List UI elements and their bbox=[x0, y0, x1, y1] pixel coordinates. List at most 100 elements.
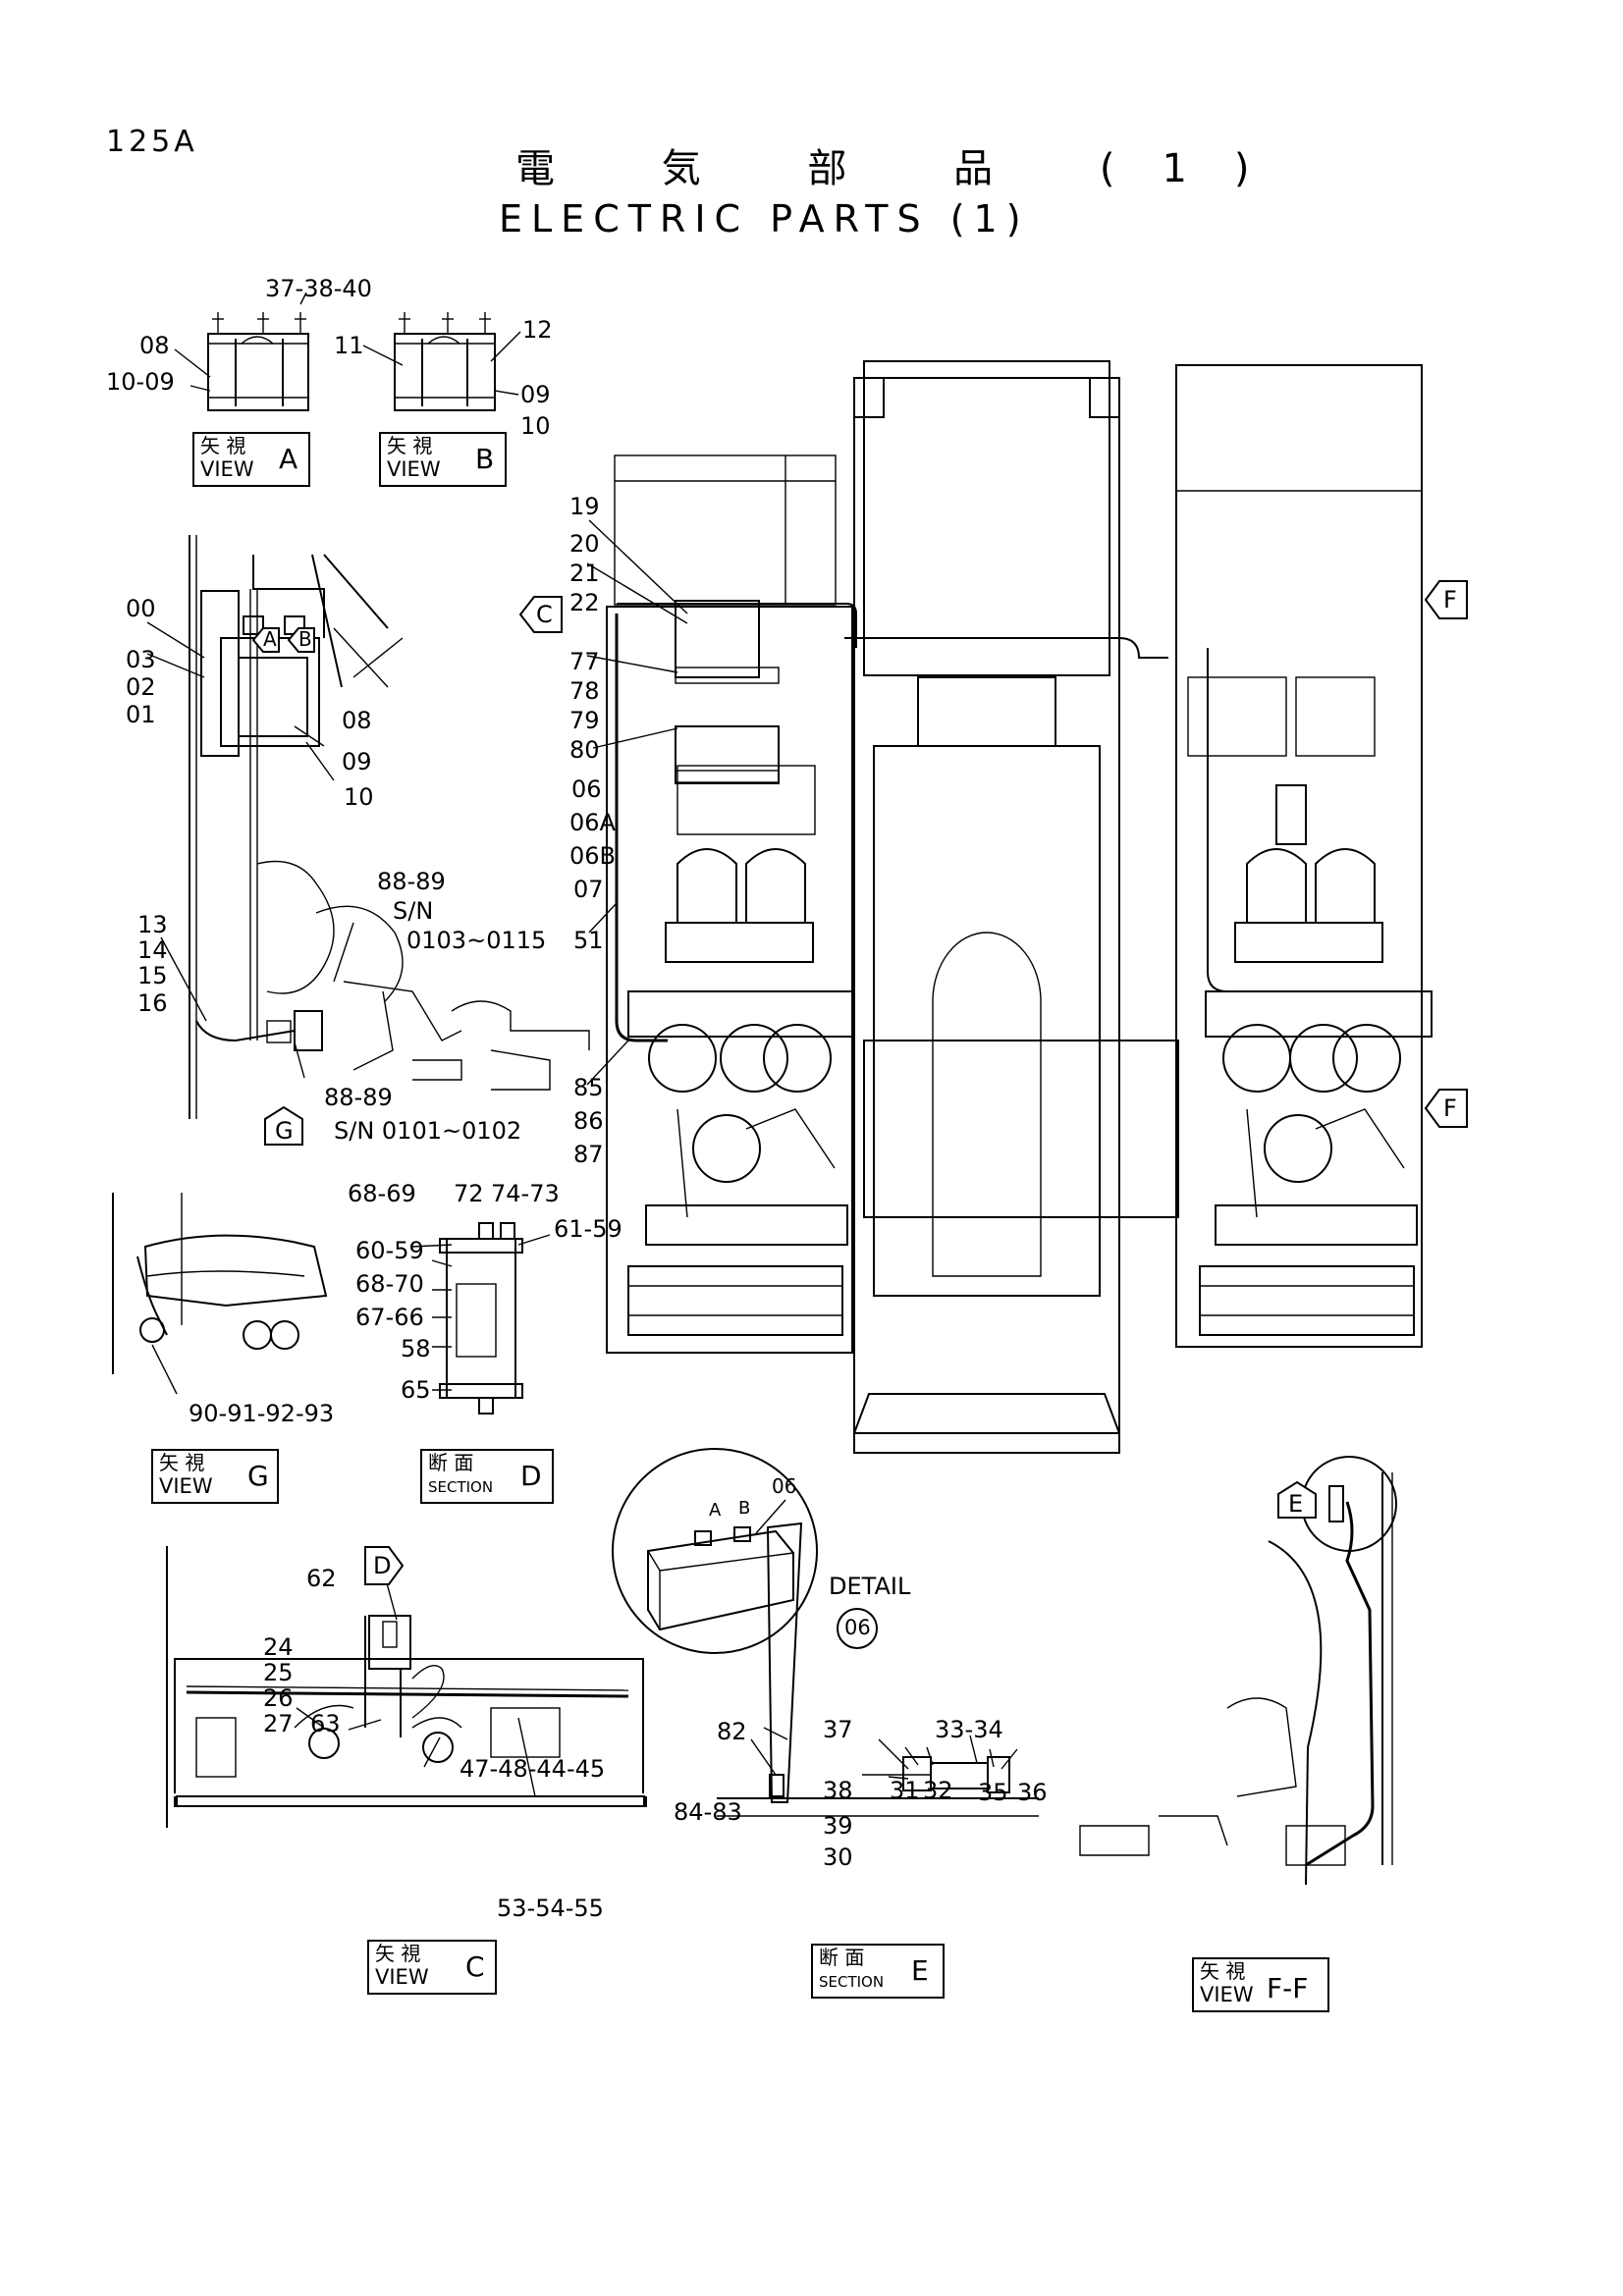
detail-number-circle: 06 bbox=[837, 1608, 878, 1649]
view-marker-c: C bbox=[518, 595, 564, 634]
part-label: 06 bbox=[571, 775, 602, 803]
part-label: 0103~0115 bbox=[406, 927, 547, 954]
view-marker-b: B bbox=[287, 626, 316, 654]
part-label: 82 bbox=[717, 1718, 747, 1745]
marker-c-letter: C bbox=[536, 601, 553, 628]
part-label: 88-89 bbox=[377, 868, 446, 895]
view-tag-ff: 矢 視 VIEW F-F bbox=[1192, 1957, 1329, 2012]
marker-f-bottom-letter: F bbox=[1443, 1095, 1457, 1122]
part-label: 62 bbox=[306, 1565, 337, 1592]
part-label: 08 bbox=[139, 332, 170, 359]
part-label: 13 bbox=[137, 911, 168, 938]
part-label: 39 bbox=[823, 1812, 853, 1840]
view-marker-d: D bbox=[363, 1545, 405, 1586]
detail-number: 06 bbox=[844, 1616, 871, 1639]
view-ff-drawing bbox=[1079, 1456, 1397, 1886]
part-label: 10 bbox=[344, 783, 374, 811]
title-english: ELECTRIC PARTS (1) bbox=[499, 197, 1030, 240]
view-marker-f-top: F bbox=[1424, 579, 1469, 620]
part-label: 38 bbox=[823, 1777, 853, 1804]
part-label: 79 bbox=[569, 707, 600, 734]
part-label: S/N bbox=[393, 897, 434, 925]
part-label: 10 bbox=[520, 412, 551, 440]
part-label: 87 bbox=[573, 1141, 604, 1168]
view-g-drawing bbox=[112, 1193, 328, 1395]
part-label: 11 bbox=[334, 332, 364, 359]
part-label: 09 bbox=[520, 381, 551, 408]
view-a-jp: 矢 視 bbox=[200, 434, 246, 457]
part-label: S/N 0101~0102 bbox=[334, 1117, 522, 1145]
part-label: 84-83 bbox=[674, 1798, 742, 1826]
part-label: 53-54-55 bbox=[497, 1895, 604, 1922]
section-e-drawing bbox=[717, 1522, 1039, 1817]
part-label: 85 bbox=[573, 1074, 604, 1101]
part-label: 61-59 bbox=[554, 1215, 622, 1243]
view-marker-g: G bbox=[263, 1105, 304, 1147]
part-label: 00 bbox=[126, 595, 156, 622]
view-c-jp: 矢 視 bbox=[375, 1942, 421, 1965]
view-tag-c: 矢 視 VIEW C bbox=[367, 1940, 497, 1995]
part-label: 88-89 bbox=[324, 1084, 393, 1111]
part-label: 22 bbox=[569, 589, 600, 616]
part-label: 26 bbox=[263, 1684, 294, 1712]
marker-b-letter: B bbox=[298, 627, 312, 651]
part-label: 37 bbox=[823, 1716, 853, 1743]
part-label: 19 bbox=[569, 493, 600, 520]
view-b-jp: 矢 視 bbox=[387, 434, 433, 457]
part-label: 01 bbox=[126, 701, 156, 728]
part-label: 10-09 bbox=[106, 368, 175, 396]
detail-label: DETAIL bbox=[829, 1573, 911, 1600]
part-label: 27 bbox=[263, 1710, 294, 1737]
part-label: 32 bbox=[923, 1777, 953, 1804]
title-japanese: 電 気 部 品 (1) bbox=[515, 146, 1297, 191]
part-label: 06 bbox=[772, 1474, 797, 1498]
view-a-drawing bbox=[174, 292, 309, 411]
view-marker-f-bottom: F bbox=[1424, 1088, 1469, 1129]
part-label: 72 bbox=[454, 1180, 484, 1207]
view-tag-d: 断 面 SECTION D bbox=[420, 1449, 554, 1504]
view-marker-e: E bbox=[1276, 1480, 1318, 1520]
side-view-drawing bbox=[146, 535, 590, 1119]
view-b-en: VIEW bbox=[387, 457, 441, 481]
part-label: 21 bbox=[569, 560, 600, 587]
view-b-drawing bbox=[362, 312, 521, 411]
detail-06-drawing bbox=[612, 1448, 818, 1654]
part-label: 77 bbox=[569, 648, 600, 675]
part-label: 67-66 bbox=[355, 1304, 424, 1331]
view-e-letter: E bbox=[911, 1954, 929, 1987]
part-label: 06B bbox=[569, 842, 617, 870]
view-a-en: VIEW bbox=[200, 457, 254, 481]
part-label: 33-34 bbox=[935, 1716, 1003, 1743]
part-label: 24 bbox=[263, 1633, 294, 1661]
part-label: A bbox=[709, 1500, 722, 1521]
part-label: 80 bbox=[569, 736, 600, 764]
part-label: 35 bbox=[978, 1779, 1008, 1806]
view-ff-jp: 矢 視 bbox=[1200, 1959, 1246, 1983]
part-label: B bbox=[738, 1498, 751, 1519]
part-label: 65 bbox=[401, 1376, 431, 1404]
view-c-drawing bbox=[166, 1546, 647, 1828]
view-tag-a: 矢 視 VIEW A bbox=[192, 432, 310, 487]
part-label: 68-70 bbox=[355, 1270, 424, 1298]
view-marker-a: A bbox=[251, 626, 281, 654]
main-plan-drawing bbox=[586, 360, 1433, 1454]
part-label: 31 bbox=[890, 1777, 920, 1804]
part-label: 58 bbox=[401, 1335, 431, 1362]
part-label: 60-59 bbox=[355, 1237, 424, 1264]
view-c-en: VIEW bbox=[375, 1965, 429, 1989]
view-e-jp: 断 面 bbox=[819, 1946, 865, 1969]
part-label: 63 bbox=[310, 1710, 341, 1737]
part-label: 51 bbox=[573, 927, 604, 954]
part-label: 47-48-44-45 bbox=[460, 1755, 606, 1783]
marker-d-letter: D bbox=[373, 1552, 392, 1579]
view-tag-b: 矢 視 VIEW B bbox=[379, 432, 507, 487]
section-d-drawing bbox=[411, 1222, 551, 1415]
part-label: 07 bbox=[573, 876, 604, 903]
view-c-letter: C bbox=[465, 1950, 485, 1983]
part-label: 68-69 bbox=[348, 1180, 416, 1207]
view-b-letter: B bbox=[475, 443, 495, 475]
part-label: 78 bbox=[569, 677, 600, 705]
view-g-letter: G bbox=[247, 1460, 269, 1492]
